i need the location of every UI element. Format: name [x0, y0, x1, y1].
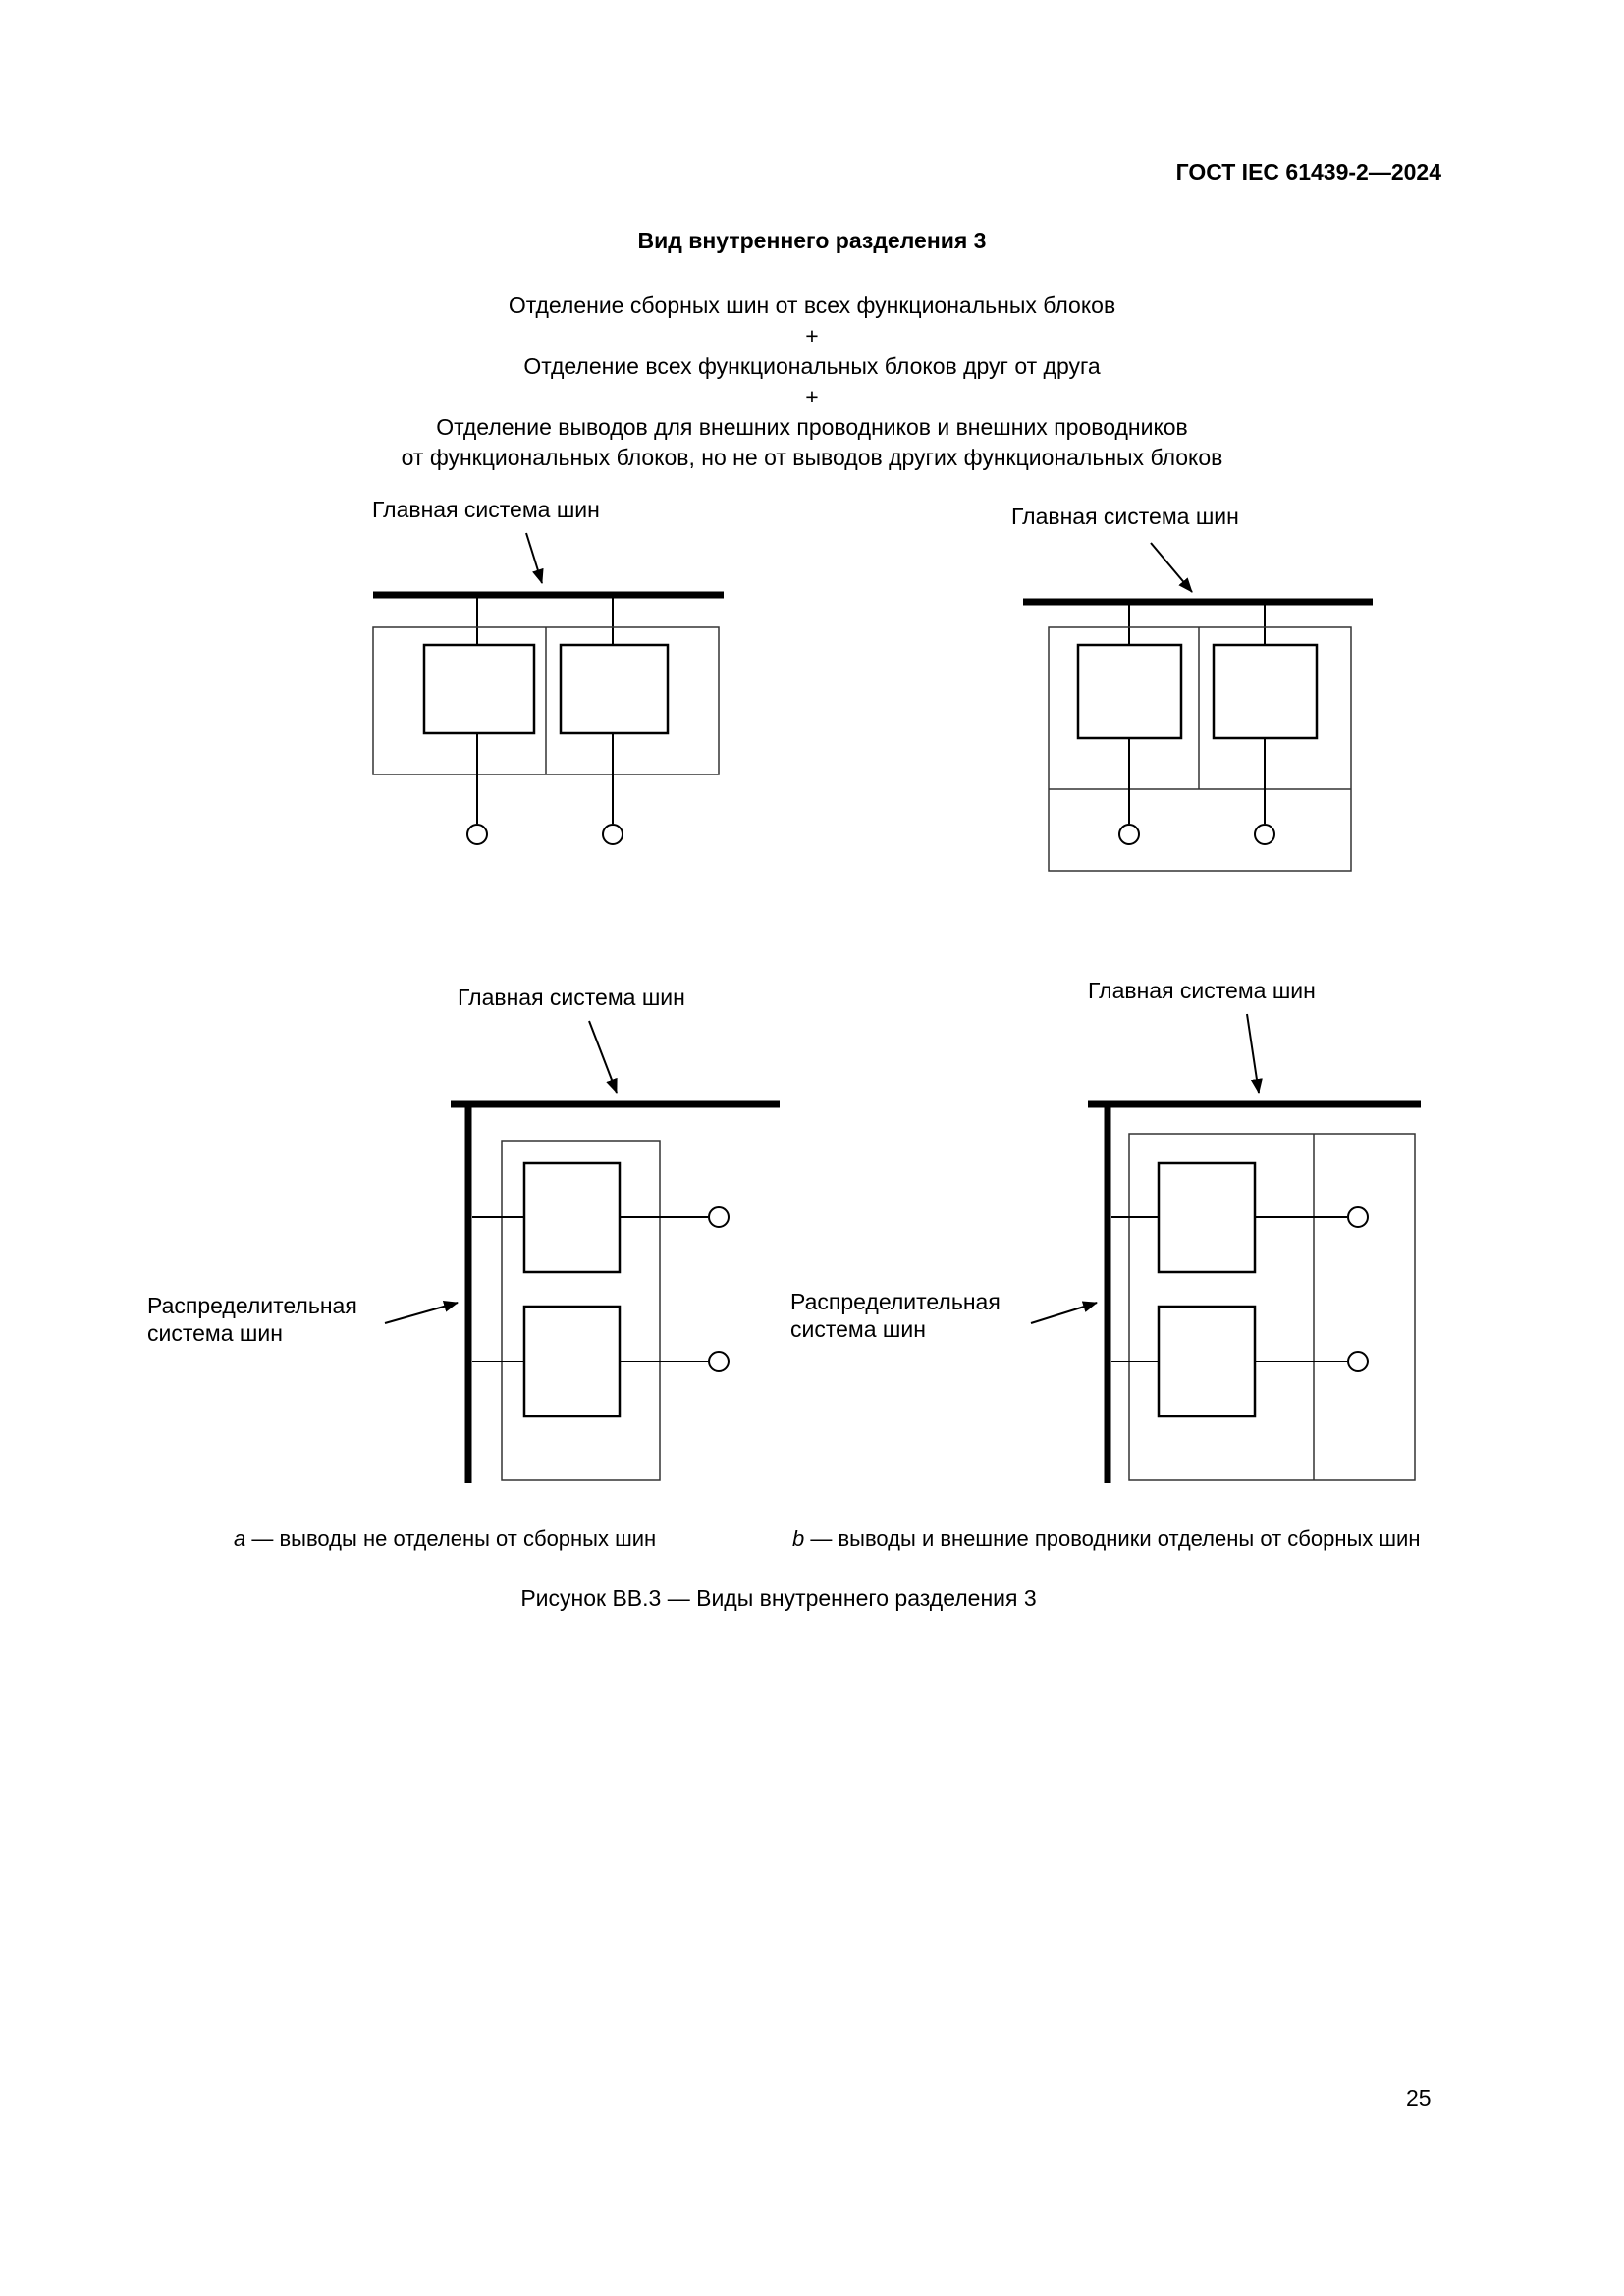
- label-arrow: [1246, 1013, 1263, 1094]
- distribution-busbar-label: Распределительная система шин: [790, 1288, 1001, 1343]
- caption-a-text: — выводы не отделены от сборных шин: [251, 1526, 657, 1551]
- terminal-circle: [708, 1351, 730, 1372]
- diagram-bottom-right: [1030, 1013, 1421, 1483]
- plus-separator: +: [805, 384, 819, 409]
- description-line: Отделение всех функциональных блоков дру…: [523, 353, 1101, 379]
- enclosure-outline: [1048, 626, 1352, 872]
- figure-caption: Рисунок ВВ.3 — Виды внутреннего разделен…: [520, 1585, 1037, 1611]
- diagram-top-left: [372, 532, 724, 845]
- caption-a-letter: a: [234, 1526, 246, 1551]
- caption-b: b — выводы и внешние проводники отделены…: [792, 1526, 1421, 1552]
- functional-unit-box: [559, 643, 670, 735]
- document-code-header: ГОСТ IEC 61439-2—2024: [1175, 159, 1441, 185]
- main-busbar-label: Главная система шин: [1011, 504, 1239, 529]
- functional-unit-box: [522, 1305, 622, 1418]
- functional-unit-box: [1076, 643, 1183, 740]
- label-arrow: [1150, 542, 1193, 593]
- caption-b-text: — выводы и внешние проводники отделены о…: [810, 1526, 1421, 1551]
- label-arrow: [588, 1020, 618, 1094]
- label-arrow: [1030, 1301, 1098, 1324]
- diagram-bottom-left: [384, 1020, 780, 1483]
- functional-unit-box: [422, 643, 536, 735]
- page-number: 25: [1406, 2085, 1432, 2110]
- main-busbar-label: Главная система шин: [372, 497, 600, 522]
- enclosure-outline: [1128, 1133, 1416, 1481]
- terminal-circle: [1254, 824, 1275, 845]
- description-line: от функциональных блоков, но не от вывод…: [401, 445, 1223, 470]
- terminal-circle: [602, 824, 623, 845]
- functional-unit-box: [1157, 1305, 1257, 1418]
- description-line: Отделение сборных шин от всех функционал…: [508, 293, 1116, 318]
- distribution-busbar-label-line: система шин: [147, 1320, 283, 1346]
- functional-unit-box: [1212, 643, 1319, 740]
- distribution-busbar-label-line: Распределительная: [147, 1293, 357, 1318]
- distribution-busbar-label: Распределительная система шин: [147, 1292, 357, 1347]
- terminal-circle: [1118, 824, 1140, 845]
- separation-description: Отделение сборных шин от всех функционал…: [0, 291, 1624, 473]
- description-line: Отделение выводов для внешних проводнико…: [436, 414, 1188, 440]
- caption-b-letter: b: [792, 1526, 805, 1551]
- plus-separator: +: [805, 323, 819, 348]
- diagram-top-right: [1023, 542, 1373, 872]
- terminal-circle: [466, 824, 488, 845]
- label-arrow: [525, 532, 544, 584]
- terminal-circle: [1347, 1206, 1369, 1228]
- section-title: Вид внутреннего разделения 3: [637, 228, 987, 253]
- caption-a: a — выводы не отделены от сборных шин: [234, 1526, 656, 1552]
- main-busbar-label: Главная система шин: [1088, 978, 1316, 1003]
- main-busbar-label: Главная система шин: [458, 985, 685, 1010]
- distribution-busbar-label-line: Распределительная: [790, 1289, 1001, 1314]
- terminal-circle: [708, 1206, 730, 1228]
- functional-unit-box: [1157, 1161, 1257, 1274]
- terminal-circle: [1347, 1351, 1369, 1372]
- enclosure-outline: [501, 1140, 661, 1481]
- label-arrow: [384, 1301, 459, 1324]
- functional-unit-box: [522, 1161, 622, 1274]
- distribution-busbar-label-line: система шин: [790, 1316, 926, 1342]
